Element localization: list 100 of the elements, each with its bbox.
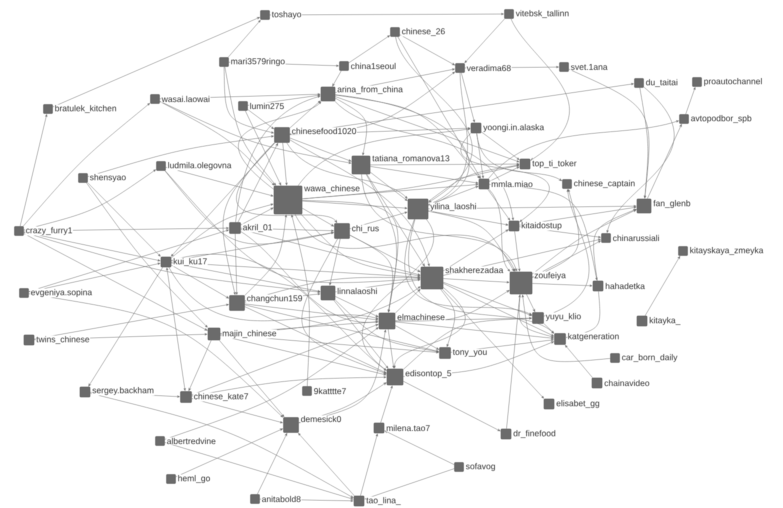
username-label: shensyao [89, 174, 127, 182]
arrow [488, 189, 510, 272]
node-square [208, 328, 220, 340]
node-square [166, 474, 176, 484]
username-label: svet.1ana [570, 64, 608, 70]
arrow [171, 204, 274, 258]
arrow [164, 170, 334, 244]
arrow [244, 214, 287, 296]
username-label: edisontop_5 [404, 370, 452, 378]
arrow [302, 184, 478, 200]
arrow [440, 289, 456, 347]
arrow [52, 17, 260, 108]
username-label: wawa_chinese [304, 184, 360, 194]
username-label: sofavog [465, 462, 496, 472]
arrow [640, 88, 648, 198]
node-square [260, 10, 270, 20]
arrow [164, 442, 354, 500]
node-square [386, 368, 404, 386]
username-label: top_ti_toker [532, 160, 578, 168]
node-square [544, 398, 554, 410]
arrow [294, 214, 516, 272]
username-label: tony_you [452, 348, 488, 358]
arrow [366, 174, 425, 266]
arrow [164, 170, 420, 283]
arrow [489, 166, 520, 182]
arrow [235, 96, 320, 222]
arrow [544, 323, 554, 334]
arrow [228, 20, 261, 58]
username-label: arina_from_china [336, 86, 404, 94]
arrow [224, 66, 274, 134]
arrow [395, 322, 554, 340]
node-square [554, 333, 566, 345]
arrow [238, 143, 278, 222]
node-square [420, 266, 444, 290]
node-square [678, 246, 688, 256]
username-label: proautochannel [703, 78, 763, 86]
arrow [647, 124, 682, 199]
username-label: sergey.backham [92, 386, 154, 396]
arrow [192, 324, 378, 396]
node-square [238, 101, 248, 111]
node-square [478, 178, 490, 190]
arrow [443, 278, 510, 284]
username-label: mari3579ringo [230, 58, 286, 66]
arrow [366, 174, 397, 312]
arrow [335, 94, 470, 206]
node-square [636, 198, 652, 214]
arrow [443, 282, 532, 316]
arrow [428, 72, 468, 205]
arrow [176, 428, 283, 478]
arrow [220, 335, 386, 376]
arrow [685, 87, 696, 114]
arrow [395, 36, 472, 202]
node-square [504, 9, 514, 19]
arrow [428, 164, 520, 202]
arrow [224, 66, 276, 186]
arrow [544, 189, 590, 316]
node-square [334, 223, 350, 239]
arrow [300, 214, 420, 277]
arrow [461, 72, 475, 122]
username-label: linnalaoshi [336, 287, 378, 295]
arrow [488, 189, 510, 220]
arrow [24, 232, 160, 262]
username-label: car_born_daily [621, 354, 678, 362]
node-square [510, 272, 532, 294]
arrow [192, 398, 283, 424]
arrow [364, 468, 454, 500]
arrow [302, 238, 386, 374]
username-label: katgeneration [567, 332, 620, 342]
arrow [329, 238, 340, 286]
username-label: fan_glenb [652, 200, 692, 208]
node-square [354, 496, 364, 506]
username-label: heml_go [177, 474, 211, 484]
arrow [160, 101, 352, 164]
arrow [20, 114, 48, 226]
arrow [291, 214, 310, 386]
arrow [164, 327, 378, 440]
arrow [240, 231, 378, 324]
arrow [565, 345, 593, 378]
node-square [180, 391, 192, 403]
username-label: dr_finefood [512, 430, 556, 438]
arrow [28, 230, 229, 292]
node-square [679, 114, 689, 124]
arrow [171, 232, 334, 262]
username-label: chinesefood1020 [291, 127, 357, 135]
node-square [692, 77, 702, 87]
arrow [335, 296, 378, 318]
arrow [86, 182, 208, 328]
node-square [155, 436, 165, 446]
arrow [442, 289, 544, 399]
arrow [400, 34, 455, 66]
arrow [222, 142, 276, 295]
arrow [393, 287, 466, 368]
node-square [274, 186, 302, 214]
arrow [593, 208, 636, 281]
arrow [87, 182, 161, 257]
node-square [532, 312, 544, 324]
arrow [532, 283, 592, 287]
arrow [514, 231, 520, 272]
arrow [348, 35, 390, 64]
arrow [476, 133, 484, 178]
